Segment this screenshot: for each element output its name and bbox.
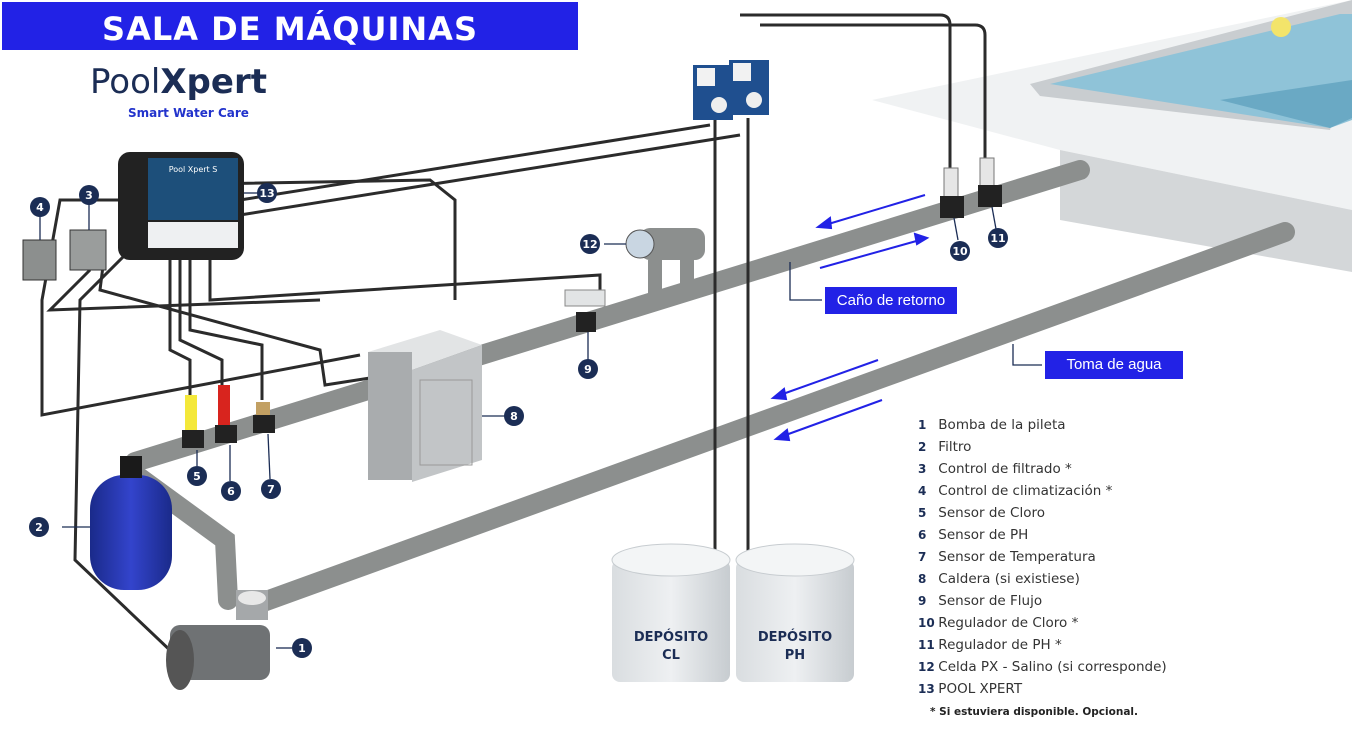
legend-item: 8 Caldera (si existiese): [918, 571, 1080, 587]
legend-item: 4 Control de climatización *: [918, 483, 1113, 499]
tank-ph-line1: DEPÓSITO: [758, 629, 832, 645]
callout-10: 10: [950, 241, 970, 261]
regulator-fittings: [940, 157, 1002, 218]
brand-name-part2: Xpert: [160, 62, 267, 102]
callout-13: 13: [257, 183, 277, 203]
legend-item: 9 Sensor de Flujo: [918, 593, 1043, 609]
callout-leaders: [39, 192, 1042, 649]
ball-icon: [1271, 17, 1291, 37]
control-box-4: [22, 239, 57, 281]
callout-12: 12: [580, 234, 600, 254]
tank-ph-line2: PH: [785, 648, 805, 663]
footnote: * Si estuviera disponible. Opcional.: [930, 706, 1138, 718]
cables: [40, 13, 987, 657]
brand-name-part1: Pool: [90, 62, 161, 102]
callout-9: 9: [578, 359, 598, 379]
legend: 1 Bomba de la pileta 2 Filtro 3 Control …: [918, 414, 1167, 700]
legend-item: 3 Control de filtrado *: [918, 461, 1072, 477]
svg-text:6: 6: [227, 485, 235, 498]
svg-text:7: 7: [267, 483, 275, 496]
callout-markers: 1 2 3 4 5 6 7 8 9 10 11 12 13: [29, 183, 1008, 658]
tank-ph: DEPÓSITO PH: [735, 543, 855, 682]
filter: [90, 456, 172, 590]
legend-item: 2 Filtro: [918, 439, 972, 455]
callout-7: 7: [261, 479, 281, 499]
title-banner: SALA DE MÁQUINAS: [2, 2, 578, 50]
legend-item: 11 Regulador de PH *: [918, 637, 1062, 653]
page-title: SALA DE MÁQUINAS: [102, 10, 478, 48]
svg-text:2: 2: [35, 521, 43, 534]
svg-text:9: 9: [584, 363, 592, 376]
tank-cl-line2: CL: [662, 648, 680, 663]
svg-text:11: 11: [990, 232, 1005, 245]
callout-2: 2: [29, 517, 49, 537]
pool: [872, 0, 1352, 272]
sensors: [182, 385, 275, 448]
flow-sensor: [564, 289, 606, 332]
callout-5: 5: [187, 466, 207, 486]
callout-3: 3: [79, 185, 99, 205]
legend-item: 5 Sensor de Cloro: [918, 505, 1045, 521]
legend-item: 12 Celda PX - Salino (si corresponde): [918, 659, 1167, 675]
salt-cell: [625, 228, 705, 296]
brand-tagline: Smart Water Care: [128, 106, 249, 120]
callout-8: 8: [504, 406, 524, 426]
svg-text:5: 5: [193, 470, 201, 483]
brand-logo: PoolXpert: [90, 62, 267, 102]
poolxpert-device: Pool Xpert S: [118, 152, 244, 260]
tank-cl: DEPÓSITO CL: [611, 543, 731, 682]
svg-text:4: 4: [36, 201, 44, 214]
callout-1: 1: [292, 638, 312, 658]
svg-text:10: 10: [952, 245, 968, 258]
legend-item: 1 Bomba de la pileta: [918, 417, 1066, 433]
dosing-pumps: [693, 60, 769, 120]
pool-pump: [166, 590, 270, 690]
svg-text:1: 1: [298, 642, 306, 655]
return-pipe-label: Caño de retorno: [825, 287, 957, 314]
legend-item: 13 POOL XPERT: [918, 681, 1023, 697]
legend-item: 7 Sensor de Temperatura: [918, 549, 1096, 565]
legend-item: 6 Sensor de PH: [918, 527, 1029, 543]
water-intake-label: Toma de agua: [1045, 351, 1183, 379]
svg-text:3: 3: [85, 189, 93, 202]
svg-text:13: 13: [259, 187, 274, 200]
control-box-3: [69, 229, 107, 271]
callout-11: 11: [988, 228, 1008, 248]
svg-text:12: 12: [582, 238, 597, 251]
callout-4: 4: [30, 197, 50, 217]
boiler: [368, 330, 482, 482]
legend-item: 10 Regulador de Cloro *: [918, 615, 1079, 631]
tank-cl-line1: DEPÓSITO: [634, 629, 708, 645]
svg-text:8: 8: [510, 410, 518, 423]
device-screen-brand: Pool Xpert S: [169, 165, 218, 174]
callout-6: 6: [221, 481, 241, 501]
flow-arrows: [770, 194, 930, 442]
